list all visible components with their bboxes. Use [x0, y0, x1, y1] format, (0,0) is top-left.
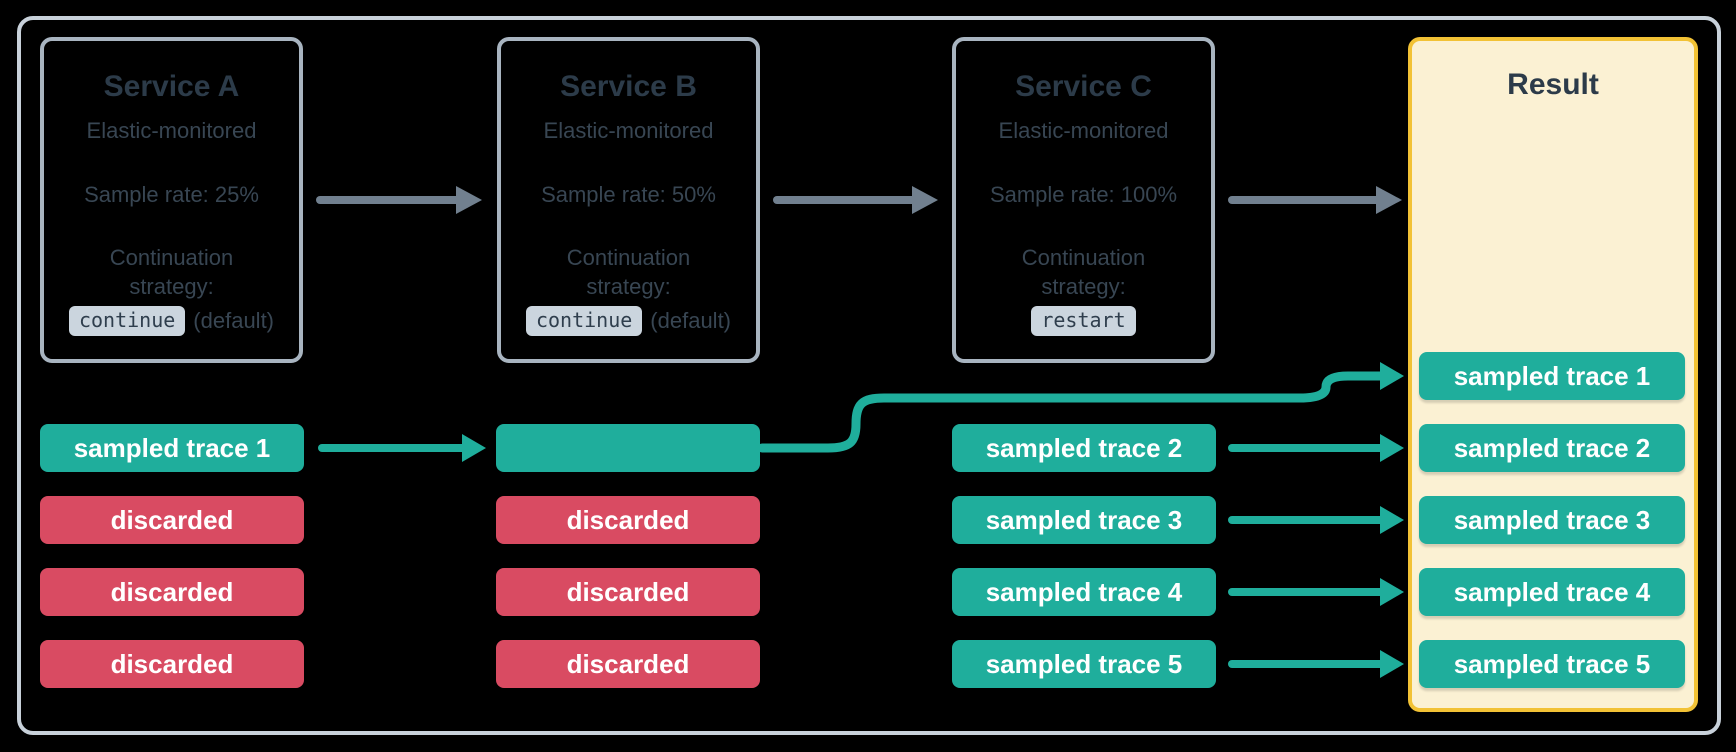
trace-box-b-discarded-1: discarded — [496, 496, 760, 544]
trace-box-c-sampled-trace-2: sampled trace 2 — [952, 424, 1216, 472]
diagram-outer-frame — [17, 16, 1721, 735]
service-b-sample-rate: Sample rate: 50% — [541, 182, 716, 207]
service-a-sample-rate: Sample rate: 25% — [84, 182, 259, 207]
service-a-box: Service A Elastic-monitored Sample rate:… — [40, 37, 303, 363]
service-a-strategy-badge: continue — [68, 306, 186, 336]
result-title: Result — [1507, 68, 1599, 101]
service-c-monitoring: Elastic-monitored — [998, 118, 1169, 143]
service-c-strategy-badge: restart — [1031, 306, 1136, 336]
service-c-title: Service C — [1015, 70, 1152, 103]
trace-box-c-sampled-trace-4: sampled trace 4 — [952, 568, 1216, 616]
result-row-sampled-trace-4: sampled trace 4 — [1419, 568, 1685, 616]
service-b-strategy-label: Continuation strategy: — [566, 245, 691, 299]
service-c-strategy-row: restart — [956, 306, 1211, 336]
service-b-title: Service B — [560, 70, 697, 103]
trace-box-c-sampled-trace-5: sampled trace 5 — [952, 640, 1216, 688]
service-c-sample-rate: Sample rate: 100% — [989, 182, 1178, 207]
trace-box-a-sampled-trace-1: sampled trace 1 — [40, 424, 304, 472]
trace-box-b-sampled-unlabeled — [496, 424, 760, 472]
service-a-strategy-default-note: (default) — [193, 308, 275, 333]
service-b-strategy-default-note: (default) — [650, 308, 732, 333]
result-row-sampled-trace-2: sampled trace 2 — [1419, 424, 1685, 472]
trace-box-b-discarded-2: discarded — [496, 568, 760, 616]
service-a-strategy-label: Continuation strategy: — [109, 245, 234, 299]
trace-box-c-sampled-trace-3: sampled trace 3 — [952, 496, 1216, 544]
trace-box-a-discarded-1: discarded — [40, 496, 304, 544]
trace-box-a-discarded-3: discarded — [40, 640, 304, 688]
service-c-box: Service C Elastic-monitored Sample rate:… — [952, 37, 1215, 363]
service-b-strategy-badge: continue — [525, 306, 643, 336]
service-a-monitoring: Elastic-monitored — [86, 118, 257, 143]
service-b-monitoring: Elastic-monitored — [543, 118, 714, 143]
service-a-title: Service A — [103, 70, 240, 103]
service-b-box: Service B Elastic-monitored Sample rate:… — [497, 37, 760, 363]
trace-box-a-discarded-2: discarded — [40, 568, 304, 616]
result-row-sampled-trace-5: sampled trace 5 — [1419, 640, 1685, 688]
result-row-sampled-trace-3: sampled trace 3 — [1419, 496, 1685, 544]
result-row-sampled-trace-1: sampled trace 1 — [1419, 352, 1685, 400]
service-b-strategy-row: continue (default) — [501, 306, 756, 336]
service-c-strategy-label: Continuation strategy: — [1021, 245, 1146, 299]
service-a-strategy-row: continue (default) — [44, 306, 299, 336]
trace-box-b-discarded-3: discarded — [496, 640, 760, 688]
